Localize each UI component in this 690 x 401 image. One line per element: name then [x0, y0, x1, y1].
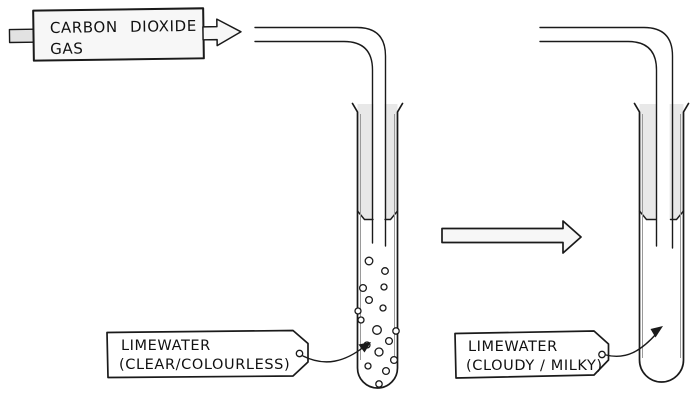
bubble — [358, 283, 368, 293]
delivery-tube-left — [254, 26, 387, 247]
bubble — [375, 380, 383, 388]
test-tube-left-outline — [351, 102, 404, 389]
gas-box-label-line1: CARBON DIOXIDE — [50, 17, 197, 37]
gas-box-label-line2: GAS — [50, 39, 83, 57]
limewater-clear-label-line2: (CLEAR/COLOURLESS) — [119, 357, 290, 373]
limewater-cloudy-tag: LIMEWATER (CLOUDY / MILKY) — [454, 326, 663, 379]
limewater-cloudy-label-line2: (CLOUDY / MILKY) — [466, 358, 603, 374]
delivery-tube-right — [539, 26, 674, 249]
liquid-surface-right-a — [638, 210, 657, 221]
delivery-tube-left-outer — [254, 26, 387, 247]
gas-inlet-pipe — [8, 28, 36, 44]
limewater-clear-label-line1: LIMEWATER — [121, 338, 211, 354]
delivery-tube-right-interior — [656, 103, 670, 221]
bubble — [381, 267, 389, 275]
bubble — [364, 295, 374, 305]
liquid-surface-left-b — [384, 210, 399, 221]
limewater-cloudy-tag-shape — [454, 330, 610, 379]
test-tube-left — [351, 102, 404, 389]
limewater-cloudy-label-line1: LIMEWATER — [468, 339, 558, 355]
bubble — [357, 316, 365, 324]
gas-flow-arrow-icon — [202, 18, 242, 47]
delivery-tube-left-interior — [373, 103, 385, 221]
bubble — [372, 325, 382, 335]
tag-pointer-left-arrowhead-icon — [358, 342, 371, 353]
tag-hole-left — [295, 349, 304, 358]
delivery-tube-left-inner — [254, 40, 374, 244]
bubble — [381, 366, 391, 376]
tag-pointer-right — [605, 332, 658, 357]
gas-bubbles — [354, 256, 400, 388]
bubble — [354, 307, 362, 315]
tag-hole-right — [598, 350, 606, 359]
bubble — [364, 362, 372, 370]
bubble — [379, 304, 387, 312]
delivery-tube-right-inner — [539, 40, 658, 247]
liquid-surface-left-a — [356, 210, 374, 221]
test-tube-right — [633, 102, 690, 383]
limewater-clear-tag: LIMEWATER (CLEAR/COLOURLESS) — [106, 329, 371, 379]
tag-pointer-left — [302, 345, 366, 363]
tag-pointer-right-arrowhead-icon — [650, 326, 663, 338]
bubble — [380, 283, 388, 291]
bubble — [374, 347, 384, 357]
transition-arrow-icon — [441, 220, 582, 254]
limewater-clear-tag-shape — [106, 329, 309, 379]
bubble — [389, 355, 399, 365]
gas-source: CARBON DIOXIDE GAS — [8, 7, 242, 62]
bubble — [364, 256, 374, 266]
bubble — [384, 336, 394, 346]
bubble — [392, 327, 400, 335]
delivery-tube-right-outer — [539, 26, 674, 249]
test-tube-right-outline — [633, 102, 690, 383]
